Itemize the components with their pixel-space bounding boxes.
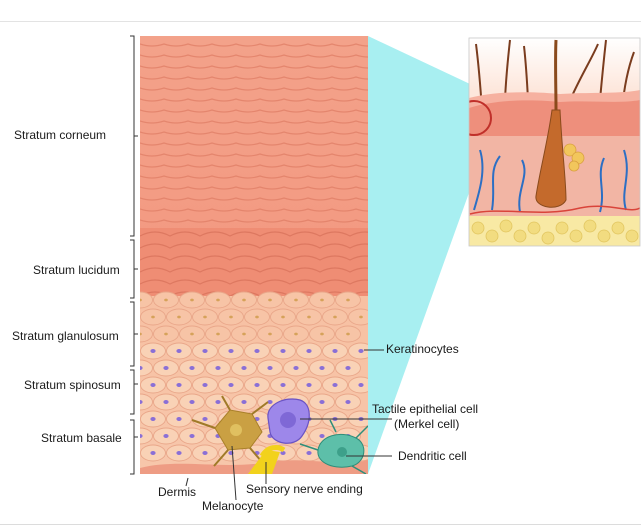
layer-brackets	[130, 35, 138, 475]
label-stratum-spinosum: Stratum spinosum	[24, 378, 121, 392]
leader-lines	[185, 349, 392, 501]
stratum-corneum-region	[140, 36, 368, 241]
magnifier-beam	[368, 36, 470, 474]
stratum-lucidum-region	[140, 228, 368, 300]
merkel-cell	[267, 398, 310, 444]
sensory-nerve	[248, 450, 280, 474]
melanocyte-cell	[191, 395, 269, 467]
label-stratum-glanulosum: Stratum glanulosum	[12, 329, 119, 343]
inset-highlight-circle	[469, 100, 492, 136]
bottom-divider	[0, 524, 641, 525]
annotation-melanocyte: Melanocyte	[202, 499, 264, 513]
annotation-dermis: Dermis	[158, 485, 196, 499]
top-divider	[0, 21, 641, 22]
annotation-tactile-epithelial-cell: Tactile epithelial cell	[372, 402, 479, 416]
label-stratum-corneum: Stratum corneum	[14, 128, 107, 142]
annotation-sensory-nerve-ending: Sensory nerve ending	[246, 482, 363, 496]
dendritic-cell	[299, 419, 368, 474]
annotation-keratinocytes: Keratinocytes	[386, 342, 459, 356]
skin-inset	[469, 38, 640, 246]
annotation-merkel-cell: (Merkel cell)	[394, 417, 460, 431]
label-stratum-lucidum: Stratum lucidum	[33, 263, 120, 277]
label-stratum-basale: Stratum basale	[41, 431, 122, 445]
annotation-dendritic-cell: Dendritic cell	[398, 449, 467, 463]
